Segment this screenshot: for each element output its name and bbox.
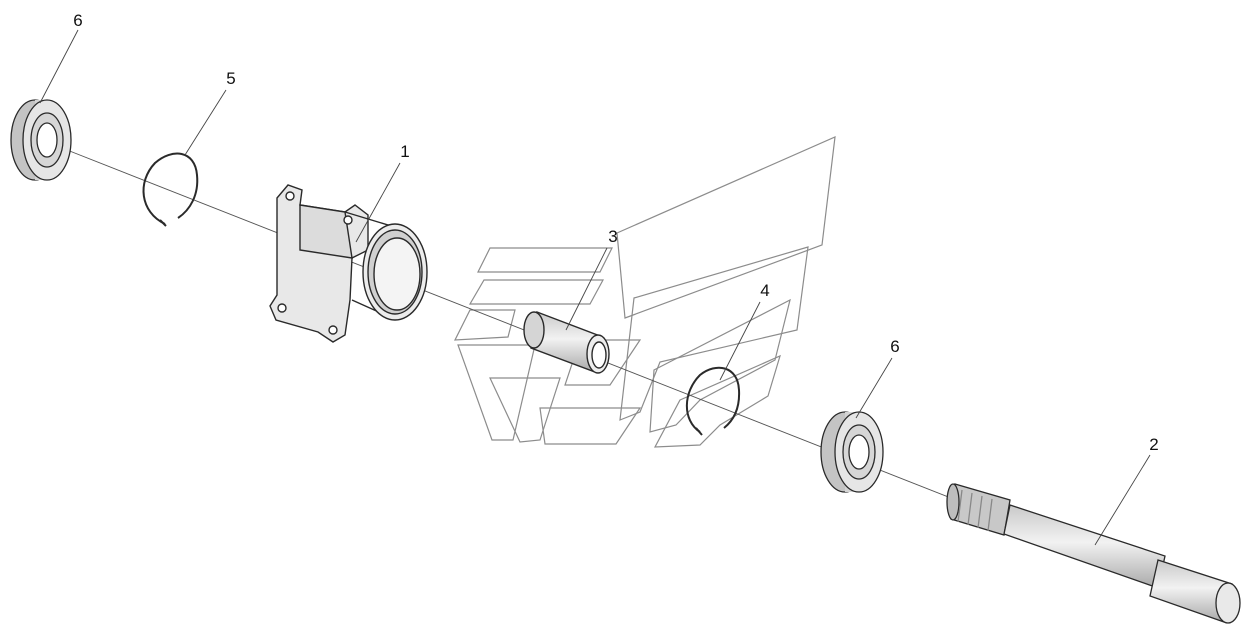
leader-5 <box>184 89 227 156</box>
retaining-ring-left <box>142 152 199 227</box>
housing <box>269 184 428 343</box>
retaining-ring-right <box>685 366 741 436</box>
leader-6-right <box>855 357 893 419</box>
leader-2 <box>1094 454 1151 546</box>
callout-2: 2 <box>1149 435 1158 454</box>
sleeve <box>523 311 610 374</box>
leader-1 <box>355 162 401 243</box>
shaft <box>946 483 1241 624</box>
callout-4: 4 <box>760 281 769 300</box>
callout-3: 3 <box>608 227 617 246</box>
watermark-logo <box>454 136 836 448</box>
callout-5: 5 <box>226 69 235 88</box>
bearing-right <box>820 411 884 493</box>
leader-3 <box>565 247 608 331</box>
bearing-left <box>10 99 72 181</box>
leader-6-left <box>39 29 79 104</box>
leader-4 <box>719 301 761 381</box>
callout-6-right: 6 <box>890 337 899 356</box>
leader-lines <box>39 29 1151 546</box>
callout-6-left: 6 <box>73 11 82 30</box>
callout-1: 1 <box>400 142 409 161</box>
